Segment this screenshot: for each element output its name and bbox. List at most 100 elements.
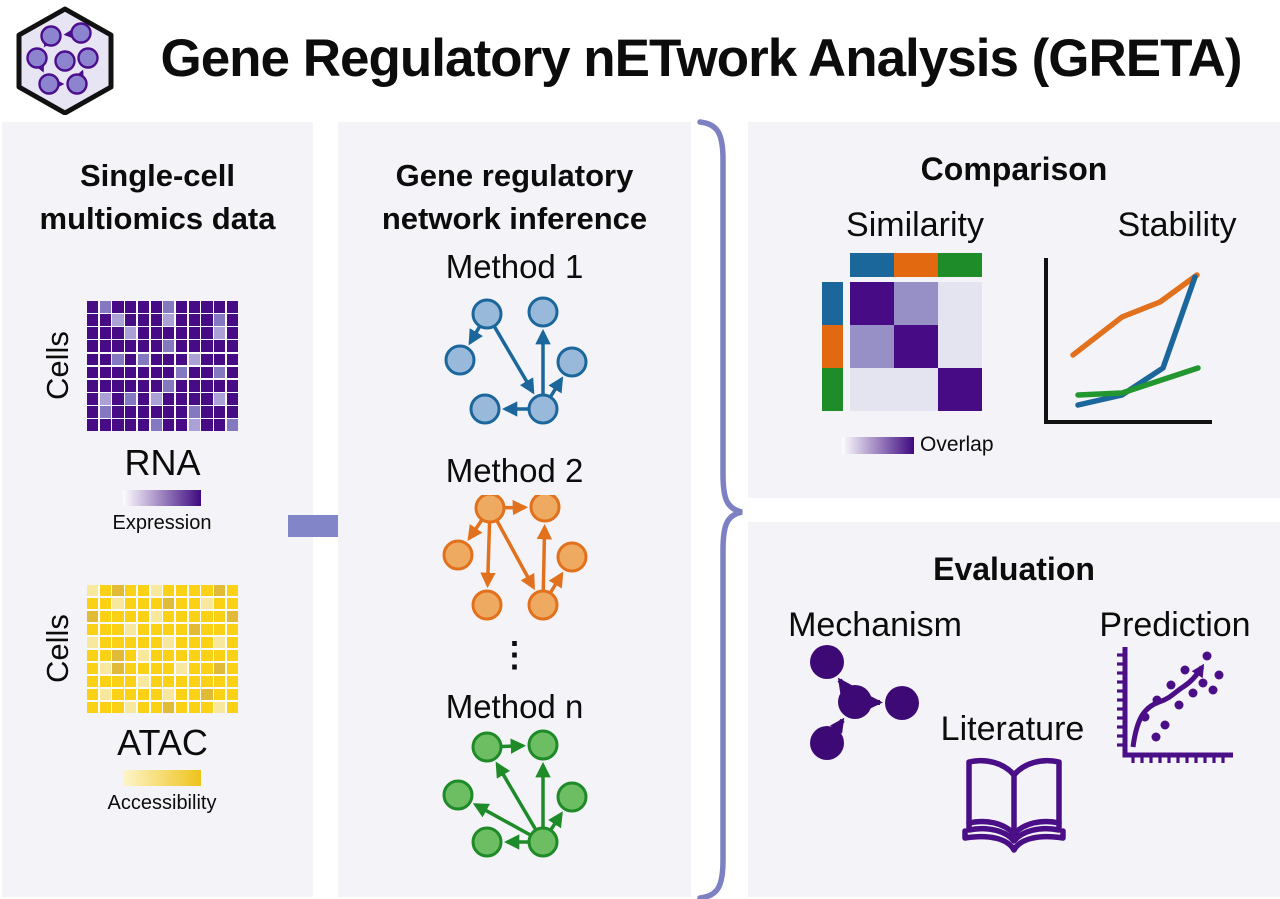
heatmap-cell	[99, 340, 111, 353]
heatmap-cell	[214, 393, 226, 405]
heatmap-cell	[137, 406, 150, 418]
heatmap-cell	[188, 314, 200, 326]
heatmap-cell	[175, 340, 188, 353]
heatmap-cell	[163, 636, 175, 649]
heatmap-cell	[201, 353, 213, 366]
heatmap-cell	[214, 406, 226, 418]
prediction-label: Prediction	[1099, 606, 1251, 644]
method-color-band-segment	[822, 282, 843, 325]
method-color-band-segment	[822, 368, 843, 411]
heatmap-cell	[201, 366, 213, 379]
rna-heatmap	[87, 301, 238, 431]
heatmap-cell	[163, 623, 175, 636]
heatmap-cell	[99, 649, 111, 662]
heatmap-cell	[137, 636, 150, 649]
heatmap-cell	[112, 623, 124, 636]
heatmap-cell	[125, 585, 137, 597]
heatmap-cell	[201, 649, 213, 662]
heatmap-cell	[175, 649, 188, 662]
heatmap-cell	[226, 406, 238, 418]
heatmap-cell	[87, 701, 99, 713]
heatmap-cell	[226, 419, 238, 431]
heatmap-cell	[214, 366, 226, 379]
method-color-band-segment	[822, 325, 843, 368]
heatmap-cell	[175, 406, 188, 418]
heatmap-cell	[99, 636, 111, 649]
heatmap-cell	[112, 610, 124, 623]
heatmap-cell	[163, 353, 175, 366]
heatmap-cell	[150, 701, 162, 713]
heatmap-cell	[99, 327, 111, 339]
heatmap-cell	[188, 688, 200, 701]
heatmap-cell	[137, 675, 150, 688]
heatmap-cell	[112, 419, 124, 431]
comparison-title: Comparison	[920, 151, 1108, 187]
heatmap-cell	[112, 662, 124, 675]
heatmap-cell	[163, 406, 175, 418]
heatmap-cell	[163, 688, 175, 701]
heatmap-cell	[175, 327, 188, 339]
heatmap-cell	[214, 314, 226, 326]
similarity-cell	[894, 325, 938, 368]
heatmap-cell	[188, 393, 200, 405]
method-2-network-icon	[442, 495, 588, 621]
heatmap-cell	[163, 393, 175, 405]
methods-ellipsis: ⋮	[497, 636, 532, 674]
similarity-cell	[938, 368, 982, 411]
heatmap-cell	[226, 662, 238, 675]
heatmap-cell	[214, 585, 226, 597]
heatmap-cell	[188, 597, 200, 610]
heatmap-cell	[188, 379, 200, 392]
heatmap-cell	[201, 675, 213, 688]
rna-cells-axis-label: Cells	[40, 331, 75, 401]
heatmap-cell	[175, 301, 188, 313]
rna-label: RNA	[124, 442, 201, 483]
heatmap-cell	[201, 688, 213, 701]
heatmap-cell	[163, 701, 175, 713]
heatmap-cell	[87, 406, 99, 418]
heatmap-cell	[87, 353, 99, 366]
atac-heatmap	[87, 585, 238, 713]
method-n-nodes	[442, 729, 588, 858]
heatmap-cell	[214, 636, 226, 649]
heatmap-cell	[112, 585, 124, 597]
heatmap-cell	[125, 623, 137, 636]
method-color-band-segment	[850, 253, 894, 277]
heatmap-cell	[214, 597, 226, 610]
heatmap-cell	[150, 636, 162, 649]
heatmap-cell	[150, 327, 162, 339]
mechanism-icon	[810, 645, 919, 760]
heatmap-cell	[150, 688, 162, 701]
heatmap-cell	[226, 688, 238, 701]
heatmap-cell	[175, 688, 188, 701]
stability-axes	[1044, 258, 1212, 424]
method-n-network-icon	[442, 729, 588, 858]
heatmap-cell	[125, 301, 137, 313]
heatmap-cell	[201, 327, 213, 339]
heatmap-cell	[175, 393, 188, 405]
heatmap-cell	[99, 301, 111, 313]
literature-label: Literature	[940, 710, 1085, 748]
heatmap-cell	[112, 340, 124, 353]
heatmap-cell	[112, 688, 124, 701]
heatmap-cell	[125, 353, 137, 366]
heatmap-cell	[175, 675, 188, 688]
heatmap-cell	[226, 636, 238, 649]
heatmap-cell	[188, 366, 200, 379]
heatmap-cell	[112, 701, 124, 713]
method-color-band-segment	[894, 253, 938, 277]
heatmap-cell	[226, 597, 238, 610]
heatmap-cell	[150, 662, 162, 675]
heatmap-cell	[87, 393, 99, 405]
heatmap-cell	[112, 675, 124, 688]
heatmap-cell	[163, 662, 175, 675]
heatmap-cell	[226, 353, 238, 366]
mechanism-label: Mechanism	[788, 606, 962, 644]
heatmap-cell	[201, 419, 213, 431]
heatmap-cell	[137, 393, 150, 405]
heatmap-cell	[87, 662, 99, 675]
heatmap-cell	[201, 701, 213, 713]
heatmap-cell	[125, 327, 137, 339]
heatmap-cell	[188, 406, 200, 418]
